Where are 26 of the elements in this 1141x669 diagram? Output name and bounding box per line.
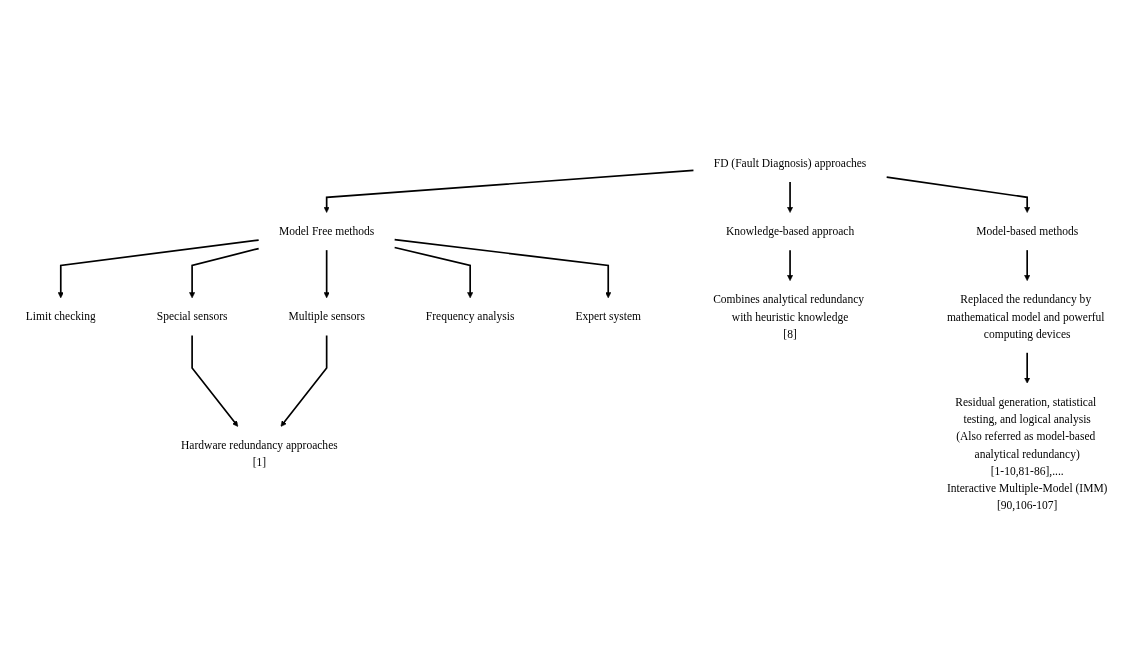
arrow — [323, 249, 330, 299]
node-text: Model Free methods — [279, 224, 375, 238]
arrow — [393, 246, 474, 299]
arrow — [787, 181, 794, 213]
arrow — [57, 239, 260, 299]
node-text: FD (Fault Diagnosis) approaches — [713, 156, 867, 170]
arrow — [1024, 351, 1031, 384]
node-text: Knowledge-based approach — [725, 224, 855, 238]
arrow — [189, 247, 260, 299]
arrow — [787, 249, 794, 281]
node-text: Limit checking — [25, 310, 96, 323]
node-text: Multiple sensors — [288, 310, 365, 323]
arrow — [191, 334, 239, 427]
arrow — [280, 334, 328, 427]
node-text: Replaced the redundancy by mathematical model and powerful computing devices — [946, 292, 1105, 341]
node-text: Expert system — [575, 310, 642, 323]
arrow — [393, 238, 612, 299]
node-text: Hardware redundancy approaches [1] — [181, 438, 338, 469]
node-text: Frequency analysis — [425, 310, 515, 323]
node-text: Special sensors — [156, 310, 228, 323]
arrow — [1024, 249, 1031, 281]
node-text: Model-based methods — [976, 224, 1079, 238]
node-text: Residual generation, statistical testing, and logical analysis (Also referred as model-based analytical redundancy) [1-10,81-86],.... Interactive Multiple-Model (IMM) [90,106-107] — [946, 395, 1108, 512]
node-text: Combines analytical redundancy with heuristic knowledge [8] — [713, 292, 865, 341]
arrow — [323, 169, 695, 213]
arrow — [885, 176, 1031, 213]
